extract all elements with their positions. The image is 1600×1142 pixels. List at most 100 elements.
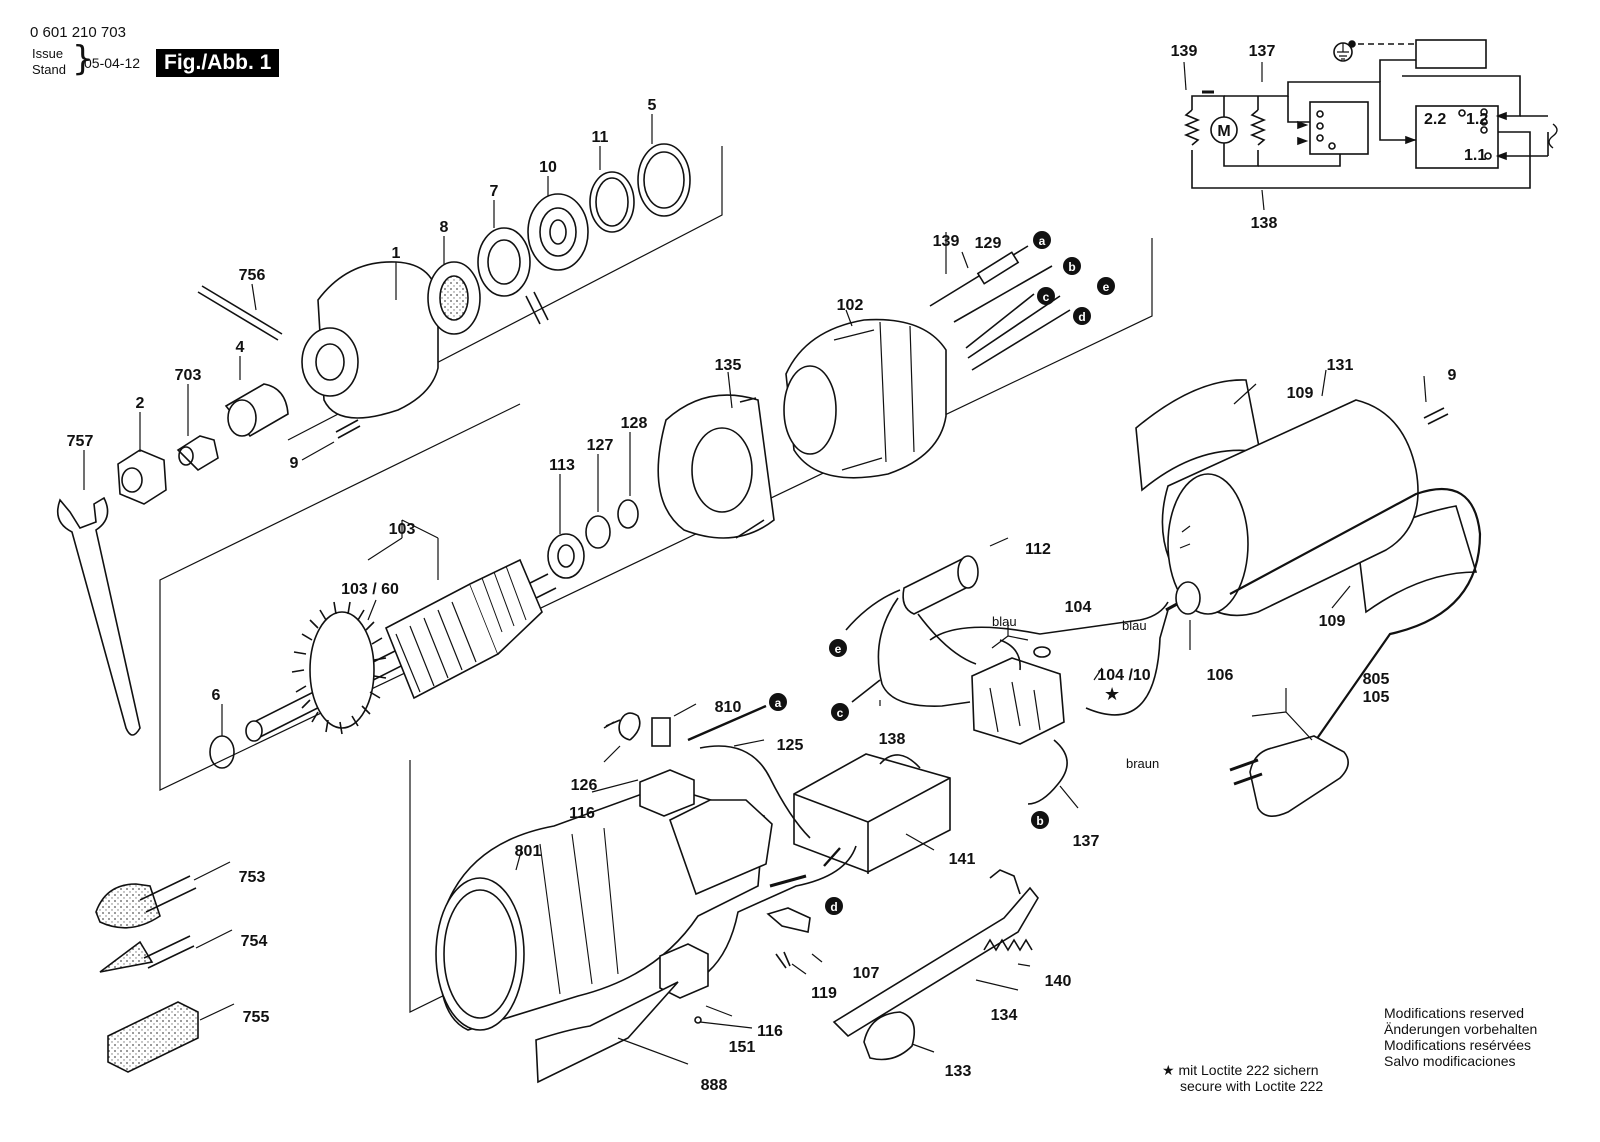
document-number: 0 601 210 703 — [30, 24, 126, 41]
svg-text:b: b — [1036, 814, 1043, 828]
part-label-119: 119 — [811, 985, 837, 1002]
part-label-140: 140 — [1045, 973, 1072, 990]
part-label-129: 129 — [975, 235, 1002, 252]
circuit-label-137: 137 — [1249, 43, 1276, 60]
mods-line-4: Salvo modificaciones — [1384, 1053, 1516, 1069]
svg-text:a: a — [775, 696, 782, 710]
part-label-102: 102 — [837, 297, 864, 314]
part-label-138: 138 — [879, 731, 906, 748]
part-number-labels: 5 11 10 7 8 1 756 4 703 2 757 9 129 139 … — [67, 97, 1457, 1094]
part-label-5: 5 — [648, 97, 657, 114]
star-icon: ★ — [1162, 1062, 1175, 1078]
part-label-9-right: 9 — [1448, 367, 1457, 384]
wire-color-blau-2: blau — [1122, 618, 1147, 633]
badge-a1: a — [1033, 231, 1051, 249]
badge-c2: c — [831, 703, 849, 721]
part-label-125: 125 — [777, 737, 804, 754]
part-label-4: 4 — [236, 339, 245, 356]
svg-text:d: d — [830, 900, 837, 914]
svg-text:d: d — [1078, 310, 1085, 324]
part-label-8: 8 — [440, 219, 449, 236]
leader-lines — [83, 61, 1427, 1065]
part-label-2: 2 — [136, 395, 145, 412]
figure-label: Fig./Abb. 1 — [156, 49, 280, 77]
badge-b1: b — [1063, 257, 1081, 275]
circuit-label-1-1: 1.1 — [1464, 147, 1486, 164]
mods-line-2: Änderungen vorbehalten — [1384, 1021, 1538, 1037]
part-label-135: 135 — [715, 357, 742, 374]
part-label-137: 137 — [1073, 833, 1100, 850]
part-label-11: 11 — [592, 129, 609, 146]
modifications-note: Modifications reserved Änderungen vorbeh… — [1384, 1005, 1537, 1069]
part-label-109-bottom: 109 — [1319, 613, 1346, 630]
part-label-151: 151 — [729, 1039, 756, 1056]
badge-d1: d — [1073, 307, 1091, 325]
part-label-105: 105 — [1363, 689, 1390, 706]
loctite-text-en: secure with Loctite 222 — [1180, 1078, 1324, 1094]
svg-text:a: a — [1039, 234, 1046, 248]
issue-stand-labels: Issue Stand — [32, 46, 66, 78]
mods-line-3: Modifications resérvées — [1384, 1037, 1532, 1053]
part-label-757: 757 — [67, 433, 94, 450]
part-label-754: 754 — [241, 933, 268, 950]
part-label-888: 888 — [701, 1077, 728, 1094]
loctite-text-de: mit Loctite 222 sichern — [1178, 1062, 1319, 1078]
circuit-label-2-2: 2.2 — [1424, 111, 1446, 128]
svg-text:e: e — [835, 642, 842, 656]
part-label-134: 134 — [991, 1007, 1018, 1024]
part-label-810: 810 — [715, 699, 742, 716]
svg-text:c: c — [1043, 290, 1050, 304]
badge-a2: a — [769, 693, 787, 711]
part-label-133: 133 — [945, 1063, 972, 1080]
part-label-112: 112 — [1025, 541, 1051, 558]
mods-line-1: Modifications reserved — [1384, 1005, 1525, 1021]
flange-assembly — [56, 143, 691, 736]
part-label-755: 755 — [243, 1009, 270, 1026]
part-label-107: 107 — [853, 965, 880, 982]
wire-color-braun: braun — [1126, 756, 1159, 771]
badge-e1: e — [1097, 277, 1115, 295]
circuit-labels: 139 137 138 2.2 1.2 1.1 M — [1171, 43, 1489, 232]
brace-glyph: } — [72, 39, 94, 79]
wire-color-blau-1: blau — [992, 614, 1017, 629]
part-label-9-top: 9 — [290, 455, 299, 472]
part-label-10: 10 — [539, 159, 557, 176]
issue-date: 05-04-12 — [84, 55, 141, 71]
part-label-103: 103 — [389, 521, 416, 538]
star-icon: ★ — [1104, 684, 1120, 704]
part-label-104-10: 104 /10 — [1097, 667, 1150, 684]
circuit-label-138: 138 — [1251, 215, 1278, 232]
stand-label: Stand — [32, 62, 66, 77]
wire-color-labels: blau blau braun — [992, 614, 1159, 771]
part-label-116-top: 116 — [569, 805, 595, 822]
part-label-104: 104 — [1065, 599, 1092, 616]
part-label-141: 141 — [949, 851, 976, 868]
part-label-131: 131 — [1327, 357, 1354, 374]
housing-and-cord — [845, 379, 1482, 817]
svg-text:e: e — [1103, 280, 1110, 294]
part-label-1: 1 — [392, 245, 401, 262]
badge-d2: d — [825, 897, 843, 915]
circuit-label-1-2: 1.2 — [1466, 111, 1488, 128]
loctite-line-de: ★ mit Loctite 222 sichern — [1162, 1062, 1323, 1078]
part-label-139: 139 — [933, 233, 960, 250]
circuit-diagram — [1183, 39, 1558, 189]
part-label-128: 128 — [621, 415, 648, 432]
loctite-note: ★ mit Loctite 222 sichern secure with Lo… — [1162, 1062, 1323, 1094]
svg-text:b: b — [1068, 260, 1075, 274]
part-label-109-top: 109 — [1287, 385, 1314, 402]
motor-symbol: M — [1217, 123, 1230, 140]
part-label-127: 127 — [587, 437, 614, 454]
badge-c1: c — [1037, 287, 1055, 305]
wire-letter-badges: a b c e d e c a d b — [769, 231, 1115, 915]
badge-e2: e — [829, 639, 847, 657]
part-label-756: 756 — [239, 267, 266, 284]
armature-assembly — [209, 245, 1071, 769]
part-label-116-bottom: 116 — [757, 1023, 783, 1040]
issue-label: Issue — [32, 46, 64, 61]
part-label-753: 753 — [239, 869, 266, 886]
part-label-703: 703 — [175, 367, 202, 384]
part-label-7: 7 — [490, 183, 499, 200]
